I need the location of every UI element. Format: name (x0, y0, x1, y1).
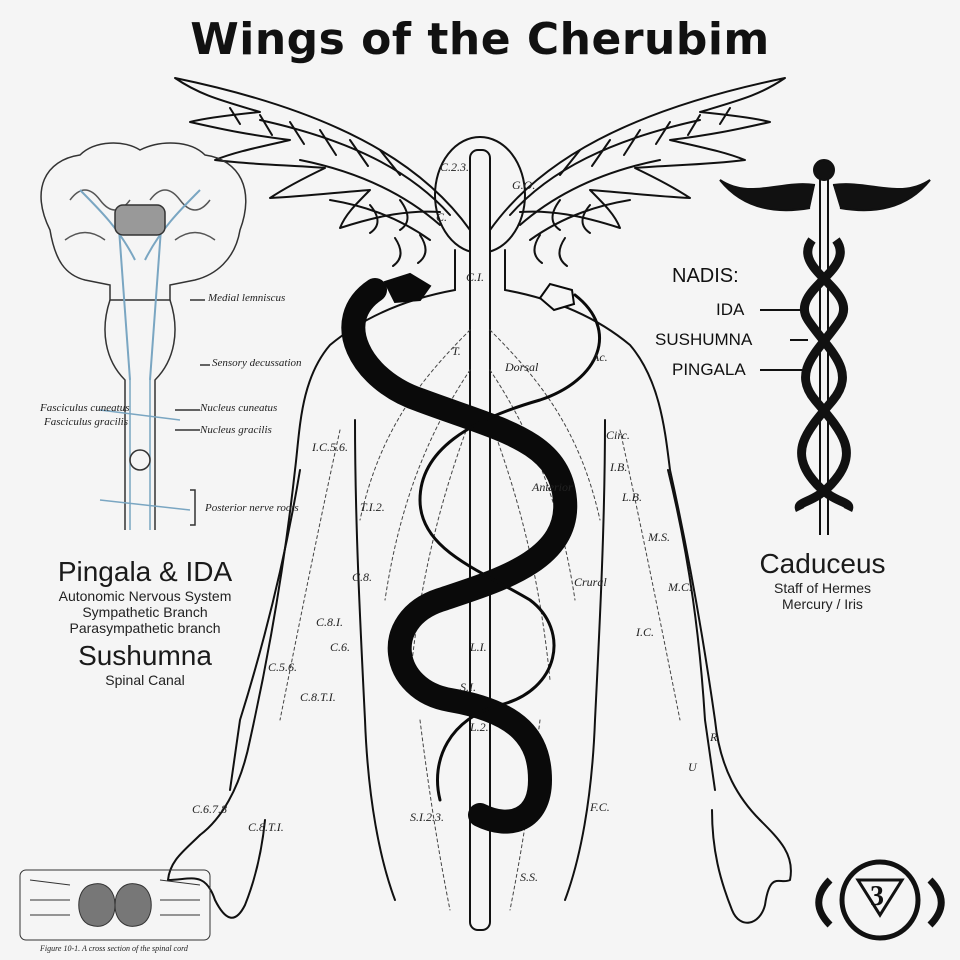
right-line-1: Staff of Hermes (773, 580, 871, 596)
body-label: C.8.T.I. (248, 820, 284, 834)
sushumna-heading: Sushumna (78, 640, 212, 671)
body-label: C. (436, 210, 448, 224)
body-label: I.C. (636, 625, 654, 639)
body-label: Ac. (592, 350, 608, 364)
body-label: U (688, 760, 697, 774)
body-label: C.8. (352, 570, 373, 584)
right-line-2: Mercury / Iris (782, 596, 863, 612)
body-label: I.B. (610, 460, 628, 474)
ajna-chakra-icon: 3 (815, 859, 945, 941)
body-label: S.I.2.3. (410, 810, 444, 824)
body-label: G.O. (512, 178, 536, 192)
body-label: C.I. (466, 270, 484, 284)
spinal-canal-label: Spinal Canal (105, 672, 185, 688)
body-label: C.2.3. (440, 160, 470, 174)
body-label: C.8.T.I. (300, 690, 336, 704)
svg-text:3: 3 (870, 881, 884, 912)
body-label: Dorsal (505, 360, 539, 374)
brain-label-medial-lemniscus: Medial lemniscus (208, 292, 286, 304)
caduceus-staff-icon (719, 159, 931, 535)
brain-label-fasciculus-gracilis: Fasciculus gracilis (44, 416, 129, 428)
body-label: M.C. (668, 580, 692, 594)
body-label: Circ. (606, 428, 630, 442)
nadi-pingala-label: PINGALA (672, 360, 746, 379)
brain-label-nucleus-gracilis: Nucleus gracilis (200, 424, 272, 436)
page-title: Wings of the Cherubim (190, 14, 770, 65)
brain-label-fasciculus-cuneatus: Fasciculus cuneatus (40, 402, 130, 414)
brain-label-posterior-nerve-roots: Posterior nerve roots (205, 502, 299, 514)
left-line-2: Sympathetic Branch (82, 604, 208, 620)
cherub-wings-icon (174, 77, 786, 267)
brain-label-nucleus-cuneatus: Nucleus cuneatus (200, 402, 278, 414)
body-label: C.5.6. (268, 660, 298, 674)
body-label: T. (452, 344, 461, 358)
body-label: Anterior (532, 480, 573, 494)
spinal-cross-section-icon (19, 869, 211, 941)
body-label: L.B. (622, 490, 643, 504)
left-info-block: Pingala & IDA Autonomic Nervous System S… (20, 556, 270, 688)
caduceus-heading: Caduceus (759, 548, 886, 579)
body-label: L.2. (470, 720, 489, 734)
cross-section-caption: Figure 10-1. A cross section of the spin… (40, 944, 188, 953)
body-label: S.I. (460, 680, 476, 694)
left-line-1: Autonomic Nervous System (58, 588, 232, 604)
right-info-block: Caduceus Staff of Hermes Mercury / Iris (735, 548, 910, 612)
body-label: S.S. (520, 870, 538, 884)
nadi-sushumna-label: SUSHUMNA (655, 330, 753, 349)
nadis-heading: NADIS: (672, 265, 739, 287)
body-label: C.8.I. (316, 615, 343, 629)
body-label: R (710, 730, 718, 744)
body-label: Crural (574, 575, 607, 589)
body-label: I.C.5.6. (312, 440, 348, 454)
body-label: C.6. (330, 640, 351, 654)
brain-label-sensory-decussation: Sensory decussation (212, 357, 302, 369)
body-label: L.I. (470, 640, 487, 654)
body-label: M.S. (648, 530, 670, 544)
nadi-ida-label: IDA (716, 300, 745, 319)
left-line-3: Parasympathetic branch (69, 620, 221, 636)
caduceus-serpent-icon (341, 272, 601, 834)
body-label: C.6.7.8 (192, 802, 228, 816)
body-label: F.C. (590, 800, 610, 814)
body-label: T.I.2. (360, 500, 385, 514)
pingala-ida-heading: Pingala & IDA (57, 556, 233, 587)
brain-spinal-cord-icon (40, 142, 247, 530)
